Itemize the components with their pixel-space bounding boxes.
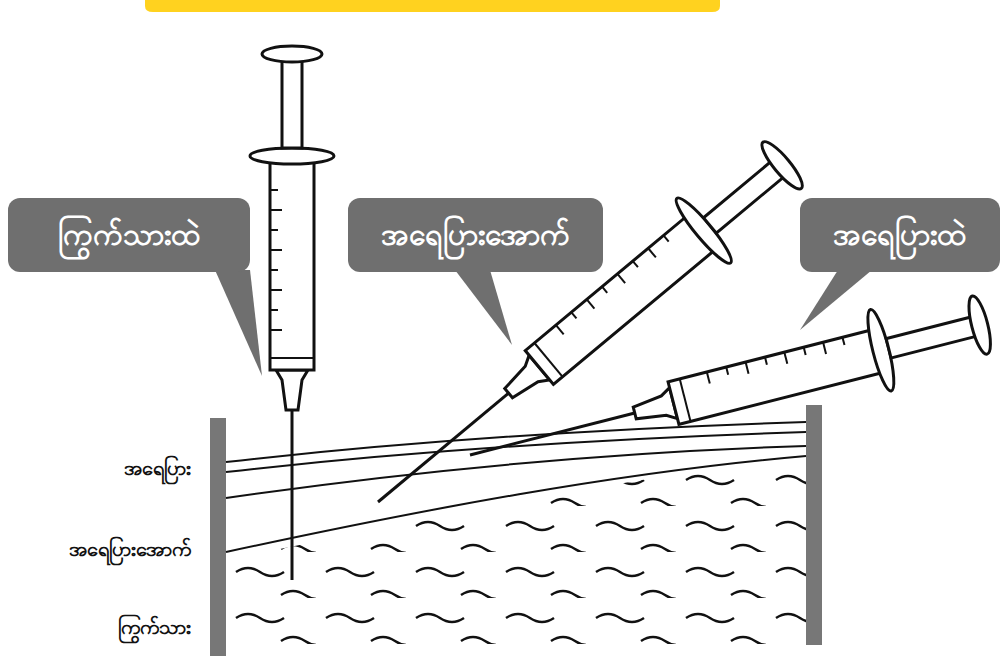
callout-text: အရေပြားထဲ [833, 217, 967, 253]
tissue-label: အရေပြားအောက် [66, 536, 194, 562]
tissue-label: ကြွက်သား [115, 614, 194, 640]
callout-bubble: အရေပြားအောက် [348, 198, 603, 272]
tissue-label: အရေပြား [121, 455, 194, 481]
callout-text: အရေပြားအောက် [381, 217, 570, 253]
callout-bubble: ကြွက်သားထဲ [8, 198, 250, 272]
callout-bubble: အရေပြားထဲ [800, 198, 1000, 272]
callout-text: ကြွက်သားထဲ [58, 217, 201, 253]
